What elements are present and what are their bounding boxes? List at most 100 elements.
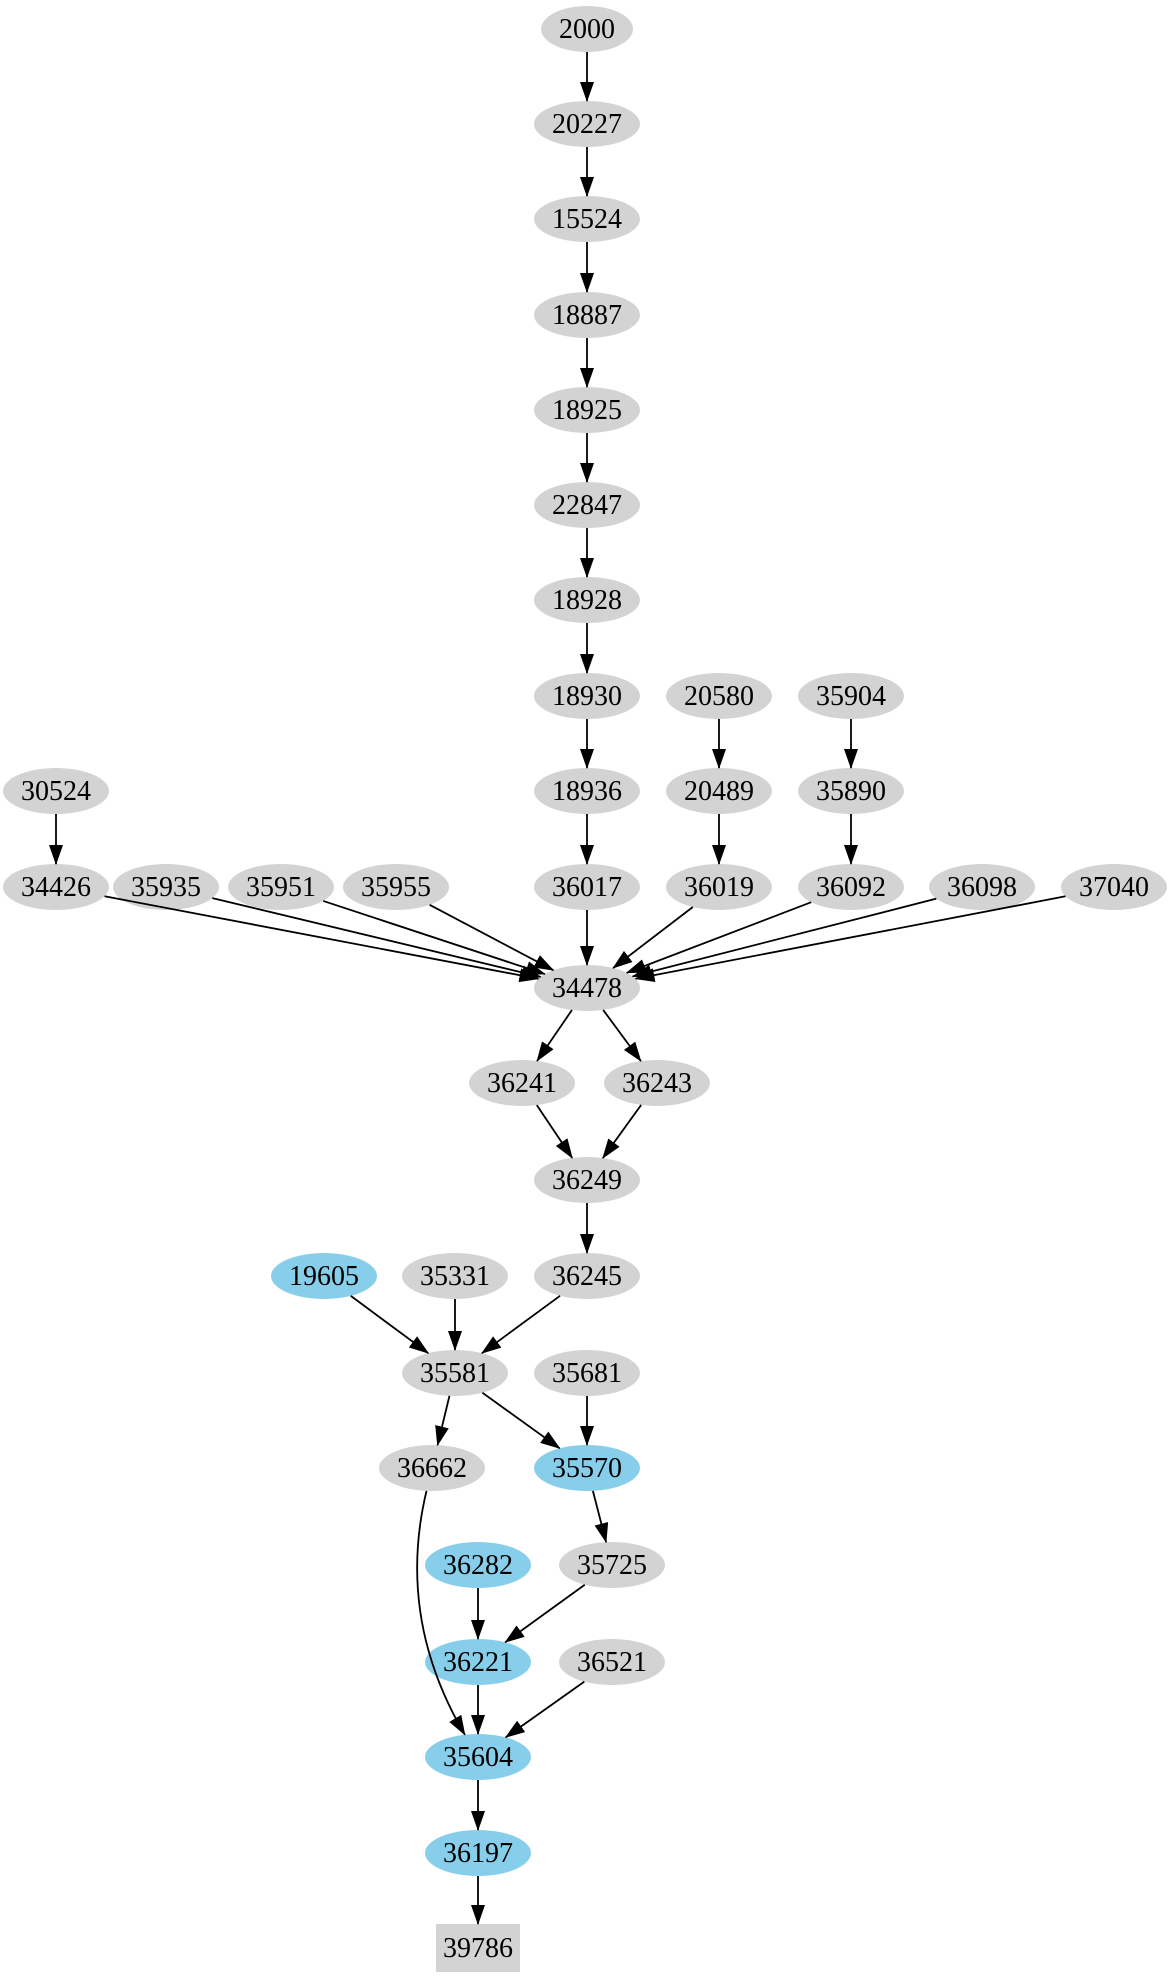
node-label: 2000 [559,14,615,45]
node-label: 18930 [552,681,622,712]
node-20227: 20227 [534,101,640,147]
node-37040: 37040 [1061,864,1167,910]
node-ellipse-shape [534,196,640,242]
node-ellipse-shape [469,1060,575,1106]
node-36098: 36098 [929,864,1035,910]
node-label: 35935 [131,872,201,903]
node-label: 36092 [816,872,886,903]
node-label: 35725 [577,1550,647,1581]
node-label: 35904 [816,681,886,712]
node-ellipse-shape [798,768,904,814]
node-19605: 19605 [271,1253,377,1299]
node-ellipse-shape [534,101,640,147]
node-22847: 22847 [534,482,640,528]
node-ellipse-shape [425,1734,531,1780]
node-39786: 39786 [436,1924,520,1972]
edge-35955-34478 [429,903,555,972]
node-ellipse-shape [534,482,640,528]
node-ellipse-shape [228,864,334,910]
node-label: 18925 [552,395,622,426]
edge-35581-36662 [435,1395,451,1447]
node-ellipse-shape [534,1157,640,1203]
node-label: 18887 [552,300,622,331]
node-36521: 36521 [559,1639,665,1685]
node-label: 18928 [552,585,622,616]
node-ellipse-shape [343,864,449,910]
node-ellipse-shape [534,768,640,814]
node-20489: 20489 [666,768,772,814]
node-label: 35604 [443,1742,513,1773]
node-ellipse-shape [534,292,640,338]
node-35604: 35604 [425,1734,531,1780]
node-label: 18936 [552,776,622,807]
node-34426: 34426 [3,864,109,910]
node-label: 35581 [420,1358,490,1389]
edge-36092-34478 [625,901,812,974]
node-18925: 18925 [534,387,640,433]
node-36197: 36197 [425,1830,531,1876]
node-35725: 35725 [559,1542,665,1588]
node-ellipse-shape [1061,864,1167,910]
node-ellipse-shape [425,1542,531,1588]
node-35951: 35951 [228,864,334,910]
node-ellipse-shape [559,1639,665,1685]
node-ellipse-shape [379,1445,485,1491]
node-ellipse-shape [541,6,633,52]
node-label: 36098 [947,872,1017,903]
node-ellipse-shape [425,1639,531,1685]
node-ellipse-shape [402,1350,508,1396]
node-ellipse-shape [604,1060,710,1106]
node-label: 20580 [684,681,754,712]
node-label: 36197 [443,1838,513,1869]
node-label: 35570 [552,1453,622,1484]
node-label: 36521 [577,1647,647,1678]
node-label: 35681 [552,1358,622,1389]
edge-36098-34478 [631,897,937,979]
node-ellipse-shape [402,1253,508,1299]
node-ellipse-shape [534,673,640,719]
edge-19605-35581 [350,1295,430,1354]
edge-34478-36241 [536,1009,573,1062]
node-ellipse-shape [425,1830,531,1876]
node-label: 20227 [552,109,622,140]
node-label: 36243 [622,1068,692,1099]
node-ellipse-shape [534,1445,640,1491]
edge-36662-35604 [416,1490,466,1736]
edge-34478-36243 [602,1009,642,1062]
node-label: 36221 [443,1647,513,1678]
node-label: 36249 [552,1165,622,1196]
edge-35570-35725 [592,1490,609,1544]
node-ellipse-shape [113,864,219,910]
edge-34426-34478 [104,895,540,983]
node-label: 36241 [487,1068,557,1099]
node-ellipse-shape [271,1253,377,1299]
node-35581: 35581 [402,1350,508,1396]
node-label: 35331 [420,1261,490,1292]
node-18930: 18930 [534,673,640,719]
edge-35935-34478 [212,897,542,980]
node-18936: 18936 [534,768,640,814]
node-36662: 36662 [379,1445,485,1491]
node-36017: 36017 [534,864,640,910]
node-label: 37040 [1079,872,1149,903]
node-ellipse-shape [3,768,109,814]
node-34478: 34478 [534,965,640,1011]
node-label: 20489 [684,776,754,807]
node-ellipse-shape [666,864,772,910]
edge-36521-35604 [504,1680,585,1739]
node-35904: 35904 [798,673,904,719]
node-35955: 35955 [343,864,449,910]
node-36241: 36241 [469,1060,575,1106]
node-35681: 35681 [534,1350,640,1396]
edge-36019-34478 [612,906,694,969]
node-18887: 18887 [534,292,640,338]
node-label: 35955 [361,872,431,903]
node-ellipse-shape [534,1350,640,1396]
node-label: 36662 [397,1453,467,1484]
node-2000: 2000 [541,6,633,52]
edge-layer [49,52,1066,1925]
node-20580: 20580 [666,673,772,719]
edge-35581-35570 [481,1391,561,1450]
node-label: 34426 [21,872,91,903]
